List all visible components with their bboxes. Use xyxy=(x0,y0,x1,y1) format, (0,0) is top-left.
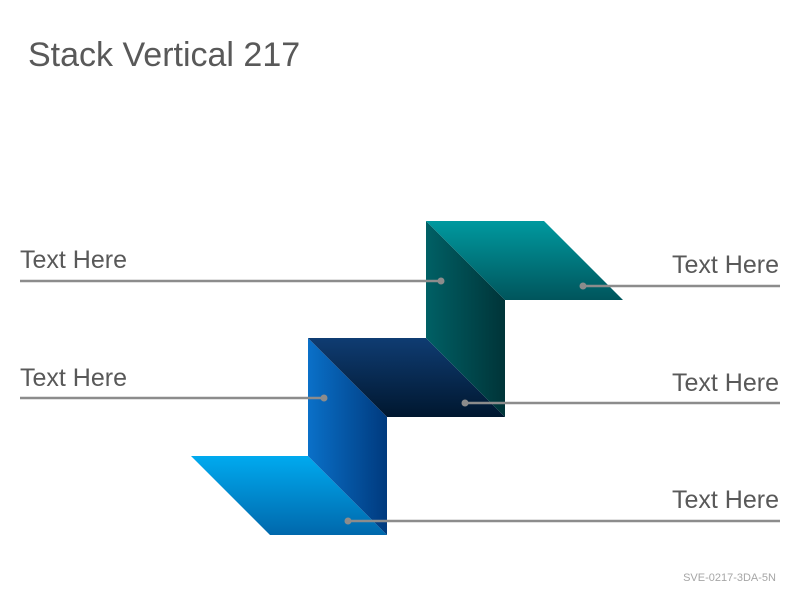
slide-title: Stack Vertical 217 xyxy=(28,36,301,74)
label-right-bottom: Text Here xyxy=(672,486,779,514)
connector-dot-right-middle xyxy=(461,399,469,407)
top-shelf xyxy=(426,221,623,300)
slide-code: SVE-0217-3DA-5N xyxy=(683,572,776,584)
middle-shelf xyxy=(308,338,505,417)
label-left-middle: Text Here xyxy=(20,364,127,392)
label-left-top: Text Here xyxy=(20,246,127,274)
blue-riser xyxy=(308,338,387,535)
label-right-middle: Text Here xyxy=(672,369,779,397)
bottom-shelf xyxy=(191,456,387,535)
connector-dot-right-bottom xyxy=(344,517,352,525)
connector-dot-right-top xyxy=(579,282,587,290)
label-right-top: Text Here xyxy=(672,251,779,279)
connector-dot-left-top xyxy=(437,277,445,285)
connector-dot-left-middle xyxy=(320,394,328,402)
teal-riser xyxy=(426,221,505,417)
